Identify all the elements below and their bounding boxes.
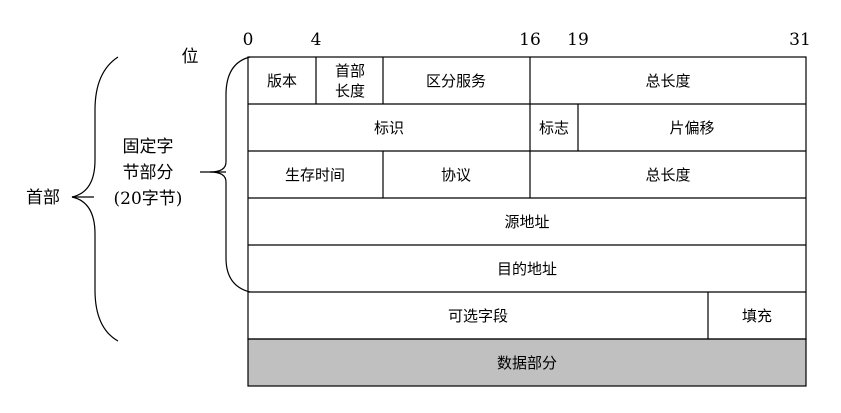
bit-label: 位 bbox=[182, 47, 199, 67]
bit-tick-16: 16 bbox=[519, 30, 541, 50]
field-total-length: 总长度 bbox=[645, 72, 690, 90]
fixed-part-label-line2: 节部分 bbox=[123, 163, 174, 183]
field-ttl: 生存时间 bbox=[285, 166, 345, 184]
bit-tick-0: 0 bbox=[243, 30, 254, 50]
header-label: 首部 bbox=[26, 188, 60, 208]
data-part-cell bbox=[247, 338, 807, 387]
field-data: 数据部分 bbox=[497, 354, 557, 372]
fixed-part-label-line3: (20字节) bbox=[114, 189, 183, 209]
field-flags: 标志 bbox=[539, 119, 569, 137]
field-header-length-line2: 长度 bbox=[335, 82, 365, 100]
field-differentiated-services: 区分服务 bbox=[426, 72, 486, 90]
bit-tick-4: 4 bbox=[311, 30, 322, 50]
fixed-part-label-line1: 固定字 bbox=[123, 137, 174, 157]
column-dividers bbox=[315, 57, 709, 339]
field-identification: 标识 bbox=[374, 119, 404, 137]
field-fragment-offset: 片偏移 bbox=[669, 119, 714, 137]
field-destination-address: 目的地址 bbox=[497, 260, 557, 278]
field-version: 版本 bbox=[267, 72, 297, 90]
field-checksum: 总长度 bbox=[645, 166, 690, 184]
row-dividers bbox=[248, 103, 806, 293]
field-options: 可选字段 bbox=[448, 307, 508, 325]
bit-tick-31: 31 bbox=[789, 30, 811, 50]
field-header-length-line1: 首部 bbox=[335, 62, 365, 80]
fixed-part-brace bbox=[209, 56, 251, 293]
bit-tick-19: 19 bbox=[567, 30, 589, 50]
header-brace bbox=[71, 56, 119, 342]
field-padding: 填充 bbox=[742, 307, 772, 325]
field-protocol: 协议 bbox=[441, 166, 471, 184]
field-source-address: 源地址 bbox=[504, 213, 549, 231]
